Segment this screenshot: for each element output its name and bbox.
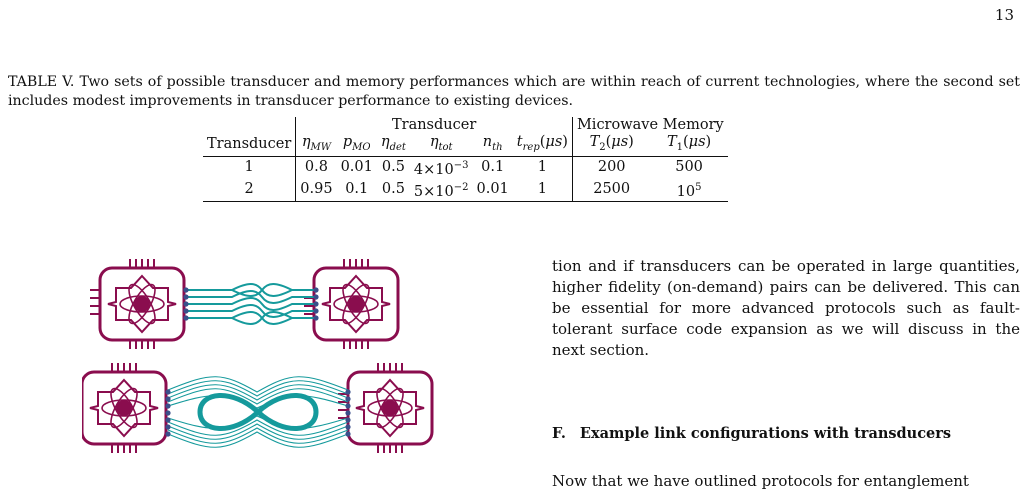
col-eta-mw: ηMW [295,134,337,157]
table-caption: TABLE V. Two sets of possible transducer… [8,74,1020,109]
group-memory: Microwave Memory [571,117,728,134]
parallel-links [188,283,314,325]
col-p-mo: pMO [342,134,371,153]
section-heading: F. Example link configurations with trans… [552,425,951,442]
node-right-bottom [336,361,434,455]
col-eta-det: ηdet [380,134,406,153]
performance-table: Transducer Microwave Memory Transducer η… [203,117,728,202]
node-left-top [88,257,186,351]
table-column-header: Transducer ηMW pMO ηdet ηtot nth trep(μs… [203,134,728,157]
col-t1: T1(μs) [666,134,712,153]
col-n-th: nth [482,134,503,153]
col-eta-tot: ηtot [429,134,453,153]
table-row: 2 0.95 0.1 0.5 5×10−2 0.01 1 2500 105 [203,178,728,202]
table-group-header: Transducer Microwave Memory [203,117,728,134]
table-row: 1 0.8 0.01 0.5 4×10−3 0.1 1 200 500 [203,155,728,179]
node-left-bottom [82,361,168,455]
col-t-rep: trep(μs) [516,134,568,153]
continued-paragraph: Now that we have outlined protocols for … [552,472,969,490]
col-t2: T2(μs) [571,134,651,157]
section-title: Example link configurations with transdu… [579,425,952,442]
transducer-link-figure [82,257,434,455]
section-number: F. [552,425,566,442]
group-transducer: Transducer [295,117,573,134]
body-paragraph: tion and if transducers can be operated … [552,257,1020,359]
row-header: Transducer [207,136,292,153]
infinity-loop [197,393,319,431]
page-number: 13 [994,6,1014,24]
